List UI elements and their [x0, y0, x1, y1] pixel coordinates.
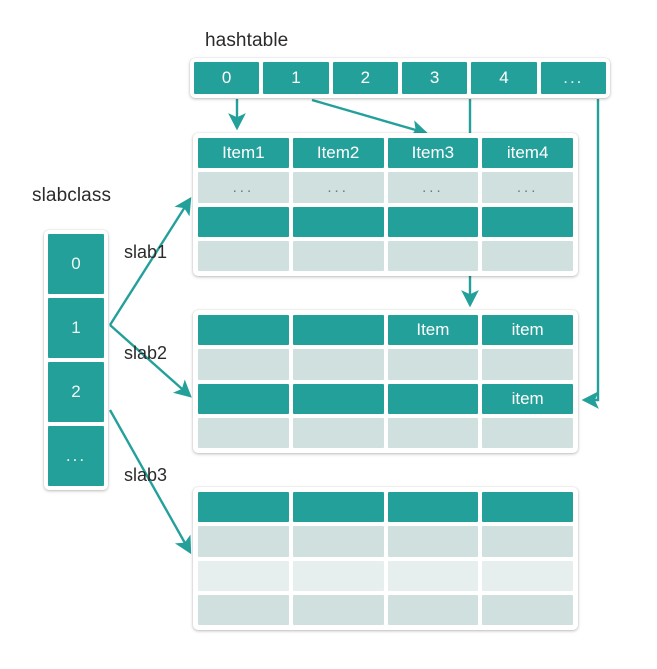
table-cell[interactable]: [198, 383, 289, 414]
table-cell[interactable]: [292, 526, 384, 557]
table-cell[interactable]: [198, 526, 289, 557]
table-cell[interactable]: [482, 560, 573, 591]
slab2-table: Item item item: [193, 310, 578, 453]
table-cell[interactable]: [292, 560, 384, 591]
table-cell[interactable]: ...: [482, 172, 573, 203]
hashtable-cell-3[interactable]: 3: [401, 62, 468, 94]
table-cell[interactable]: [482, 492, 573, 523]
slabclass-cell-0[interactable]: 0: [48, 234, 104, 294]
table-cell[interactable]: [292, 240, 384, 271]
connector-slab1: [108, 196, 192, 326]
table-cell[interactable]: Item: [387, 315, 479, 346]
connector-hash1-to-item3: [311, 98, 429, 138]
table-cell[interactable]: [198, 594, 289, 625]
table-cell[interactable]: [292, 206, 384, 237]
table-row: [198, 349, 573, 380]
table-cell[interactable]: [482, 417, 573, 448]
table-cell[interactable]: [292, 594, 384, 625]
table-cell[interactable]: [387, 383, 479, 414]
table-cell[interactable]: Item1: [198, 138, 289, 169]
slab2-label: slab2: [124, 343, 168, 363]
table-row: [198, 417, 573, 448]
table-cell[interactable]: Item2: [292, 138, 384, 169]
table-cell[interactable]: [387, 594, 479, 625]
table-row: ... ... ... ...: [198, 172, 573, 203]
slabclass-cell-1[interactable]: 1: [48, 298, 104, 358]
table-row: [198, 492, 573, 523]
table-cell[interactable]: [482, 206, 573, 237]
table-row: Item1 Item2 Item3 item4: [198, 138, 573, 169]
table-cell[interactable]: item: [482, 315, 573, 346]
table-cell[interactable]: [387, 240, 479, 271]
table-cell[interactable]: [482, 526, 573, 557]
table-row: item: [198, 383, 573, 414]
table-cell[interactable]: [292, 315, 384, 346]
hashtable-cell-0[interactable]: 0: [194, 62, 260, 94]
table-cell[interactable]: [198, 560, 289, 591]
table-row: [198, 206, 573, 237]
table-row: [198, 526, 573, 557]
slab1-table: Item1 Item2 Item3 item4 ... ... ... ...: [193, 133, 578, 276]
table-cell[interactable]: [387, 560, 479, 591]
slab3-table: [193, 487, 578, 630]
hashtable-cell-4[interactable]: 4: [471, 62, 537, 94]
table-cell[interactable]: [292, 417, 384, 448]
hashtable-cell-ellipsis[interactable]: ...: [540, 62, 606, 94]
table-cell[interactable]: [198, 492, 289, 523]
slabclass-cell-ellipsis[interactable]: ...: [48, 426, 104, 486]
connector-slab3: [108, 409, 192, 555]
table-cell[interactable]: [198, 349, 289, 380]
connector-hashn-to-slab2-item: [581, 99, 600, 409]
table-cell[interactable]: [292, 492, 384, 523]
table-cell[interactable]: [387, 526, 479, 557]
table-cell[interactable]: [292, 383, 384, 414]
table-cell[interactable]: item4: [482, 138, 573, 169]
slabclass-cell-2[interactable]: 2: [48, 362, 104, 422]
slabclass-label: slabclass: [32, 185, 112, 206]
table-cell[interactable]: [198, 417, 289, 448]
table-cell[interactable]: [482, 349, 573, 380]
table-cell[interactable]: item: [482, 383, 573, 414]
table-row: [198, 560, 573, 591]
table-cell[interactable]: [387, 349, 479, 380]
slab1-label: slab1: [124, 242, 168, 262]
table-cell[interactable]: [198, 206, 289, 237]
table-row: [198, 240, 573, 271]
table-cell[interactable]: [198, 315, 289, 346]
table-cell[interactable]: ...: [387, 172, 479, 203]
hashtable-cell-1[interactable]: 1: [263, 62, 329, 94]
table-cell[interactable]: Item3: [387, 138, 479, 169]
table-cell[interactable]: [387, 417, 479, 448]
hashtable-strip: 0 1 2 3 4 ...: [190, 58, 610, 98]
table-cell[interactable]: ...: [198, 172, 289, 203]
table-cell[interactable]: [292, 349, 384, 380]
hashtable-label: hashtable: [205, 30, 289, 51]
slab3-label: slab3: [124, 465, 168, 485]
table-cell[interactable]: [482, 240, 573, 271]
slabclass-column: 0 1 2 ...: [44, 230, 108, 490]
hashtable-cell-2[interactable]: 2: [332, 62, 398, 94]
table-cell[interactable]: [198, 240, 289, 271]
table-cell[interactable]: [387, 206, 479, 237]
table-cell[interactable]: [482, 594, 573, 625]
table-cell[interactable]: [387, 492, 479, 523]
table-row: [198, 594, 573, 625]
table-row: Item item: [198, 315, 573, 346]
connector-slab2: [109, 324, 192, 398]
table-cell[interactable]: ...: [292, 172, 384, 203]
